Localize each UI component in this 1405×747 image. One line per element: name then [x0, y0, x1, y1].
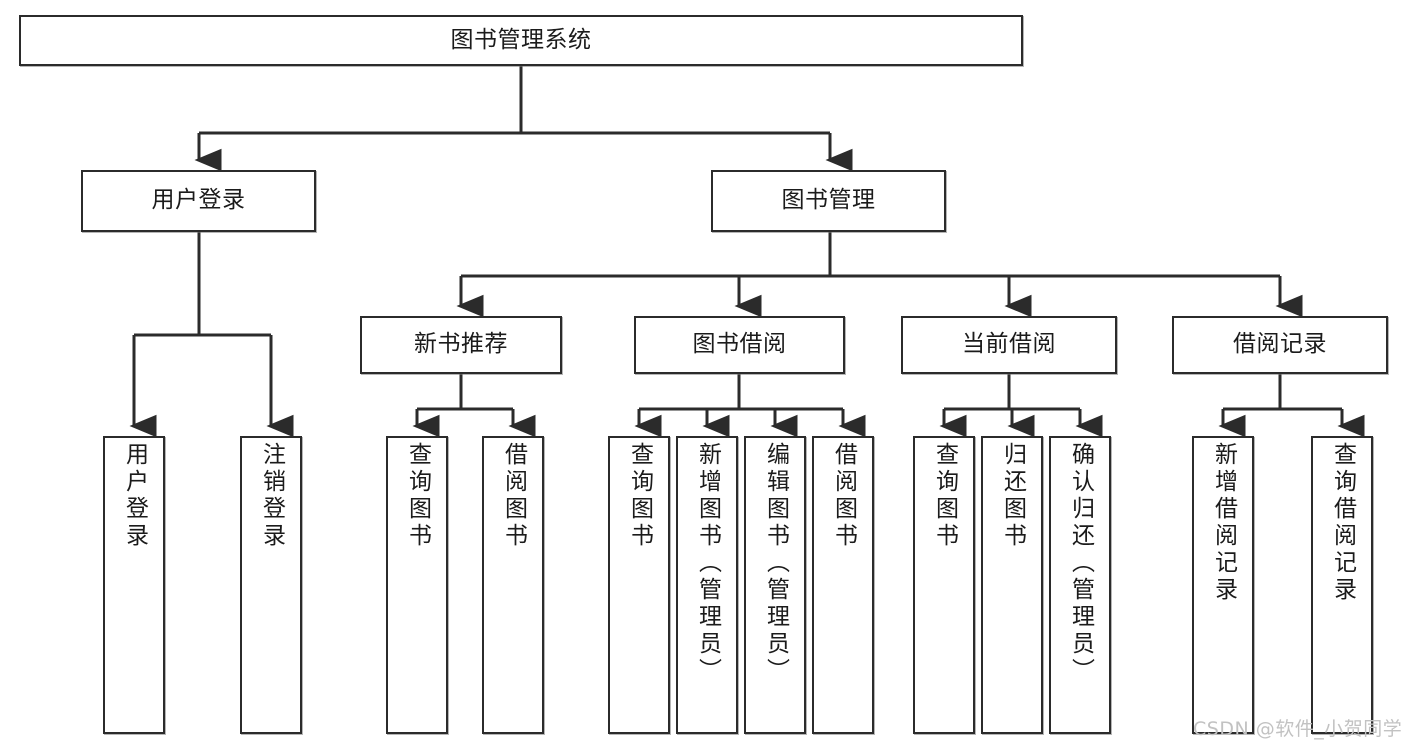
node-book-management-label: 图书管理 — [781, 187, 876, 214]
leaf-book-borrow-edit[interactable]: 编辑图书（管理员） — [744, 436, 806, 734]
leaf-new-book-query[interactable]: 查询图书 — [386, 436, 448, 734]
node-root-label: 图书管理系统 — [450, 26, 592, 53]
leaf-user-login-logout[interactable]: 注销登录 — [240, 436, 302, 734]
leaf-current-borrow-confirm[interactable]: 确认归还（管理员） — [1049, 436, 1111, 734]
node-book-management[interactable]: 图书管理 — [711, 170, 946, 232]
leaf-book-borrow-query-label: 查询图书 — [626, 442, 653, 550]
node-book-borrow[interactable]: 图书借阅 — [634, 316, 845, 374]
leaf-book-borrow-borrow[interactable]: 借阅图书 — [812, 436, 874, 734]
leaf-new-book-borrow[interactable]: 借阅图书 — [482, 436, 544, 734]
node-borrow-record-label: 借阅记录 — [1233, 331, 1327, 358]
leaf-new-book-query-label: 查询图书 — [404, 442, 431, 550]
node-new-book-recommend-label: 新书推荐 — [414, 331, 508, 358]
node-current-borrow-label: 当前借阅 — [962, 331, 1056, 358]
leaf-user-login-logout-label: 注销登录 — [258, 442, 285, 550]
leaf-new-book-borrow-label: 借阅图书 — [500, 442, 527, 550]
node-root[interactable]: 图书管理系统 — [19, 15, 1023, 66]
leaf-user-login-login-label: 用户登录 — [121, 442, 148, 550]
leaf-borrow-record-add[interactable]: 新增借阅记录 — [1192, 436, 1254, 734]
node-user-login-label: 用户登录 — [151, 187, 246, 214]
node-book-borrow-label: 图书借阅 — [692, 331, 787, 358]
node-new-book-recommend[interactable]: 新书推荐 — [360, 316, 562, 374]
node-current-borrow[interactable]: 当前借阅 — [901, 316, 1117, 374]
leaf-user-login-login[interactable]: 用户登录 — [103, 436, 165, 734]
leaf-current-borrow-return-label: 归还图书 — [999, 442, 1026, 550]
leaf-current-borrow-return[interactable]: 归还图书 — [981, 436, 1043, 734]
leaf-borrow-record-add-label: 新增借阅记录 — [1210, 442, 1237, 604]
leaf-book-borrow-borrow-label: 借阅图书 — [830, 442, 857, 550]
leaf-current-borrow-query[interactable]: 查询图书 — [913, 436, 975, 734]
leaf-current-borrow-query-label: 查询图书 — [931, 442, 958, 550]
leaf-book-borrow-edit-label: 编辑图书（管理员） — [762, 442, 789, 685]
node-user-login[interactable]: 用户登录 — [81, 170, 316, 232]
leaf-book-borrow-query[interactable]: 查询图书 — [608, 436, 670, 734]
leaf-borrow-record-query[interactable]: 查询借阅记录 — [1311, 436, 1373, 734]
leaf-current-borrow-confirm-label: 确认归还（管理员） — [1067, 442, 1094, 685]
leaf-borrow-record-query-label: 查询借阅记录 — [1329, 442, 1356, 604]
watermark: CSDN @软件_小贺同学 — [1193, 718, 1403, 740]
node-borrow-record[interactable]: 借阅记录 — [1172, 316, 1388, 374]
leaf-book-borrow-add[interactable]: 新增图书（管理员） — [676, 436, 738, 734]
leaf-book-borrow-add-label: 新增图书（管理员） — [694, 442, 721, 685]
